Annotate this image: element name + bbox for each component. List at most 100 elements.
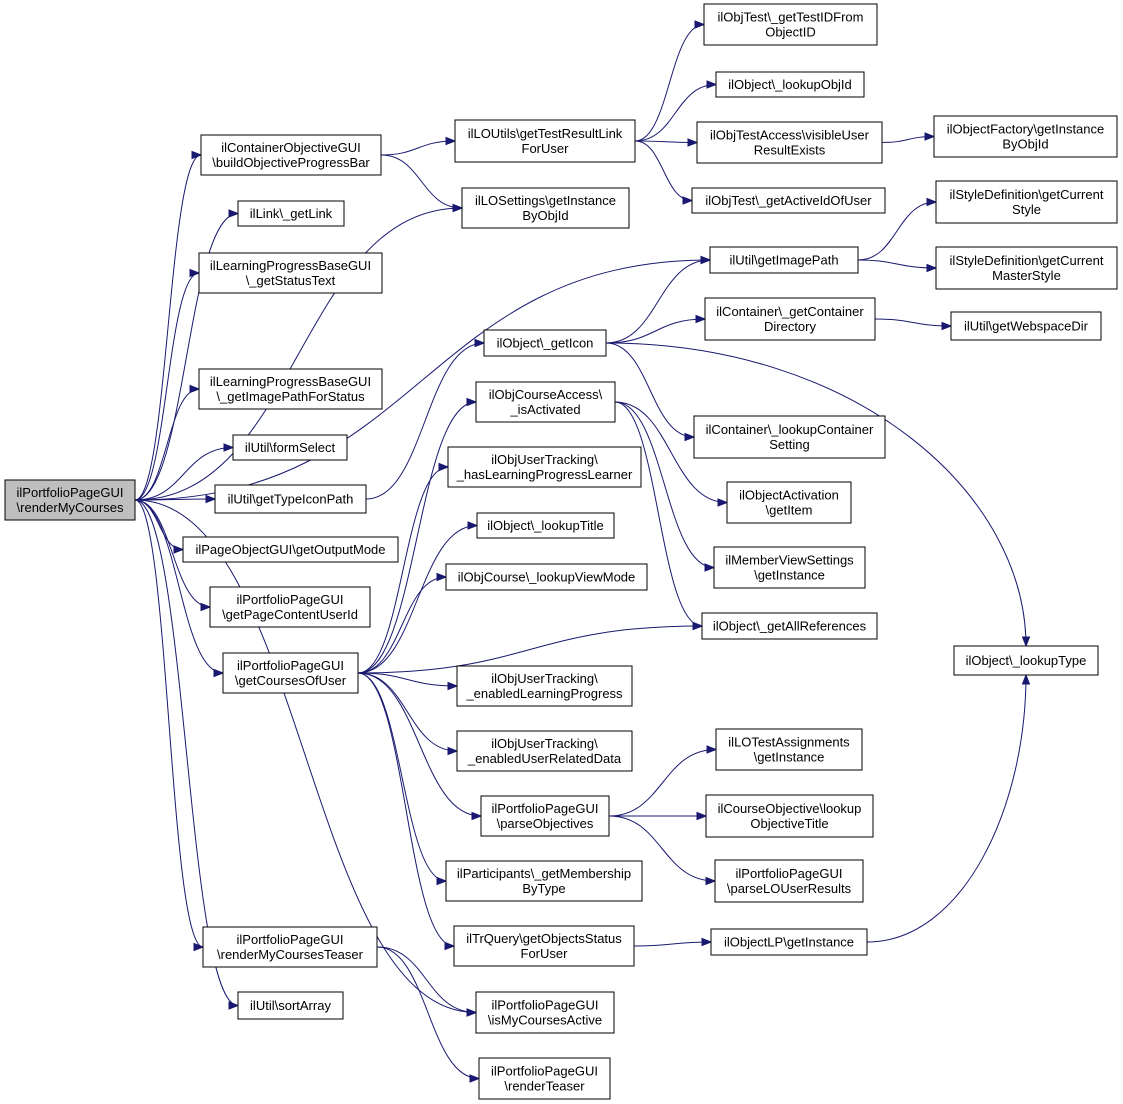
- function-node-lpStatusText[interactable]: ilLearningProgressBaseGUI\_getStatusText: [198, 252, 383, 294]
- node-label-line: ilUtil\getWebspaceDir: [964, 319, 1089, 334]
- function-node-lookupTitle[interactable]: ilObject\_lookupTitle: [476, 512, 615, 539]
- node-box: [726, 481, 852, 524]
- function-node-lookupObjId[interactable]: ilObject\_lookupObjId: [715, 71, 865, 98]
- edge-line: [605, 318, 706, 344]
- function-node-renderTeaser[interactable]: ilPortfolioPageGUI\renderTeaser: [478, 1057, 611, 1100]
- call-edge-getCourses-to-trQuery: [357, 672, 456, 951]
- function-node-parseObjectives[interactable]: ilPortfolioPageGUI\parseObjectives: [480, 795, 610, 837]
- arrowhead-icon: [705, 876, 717, 886]
- node-label-line: \renderTeaser: [504, 1079, 585, 1094]
- node-box: [709, 246, 859, 274]
- node-label-line: Directory: [764, 319, 817, 334]
- node-box: [476, 512, 615, 539]
- node-label-line: Style: [1012, 202, 1041, 217]
- edge-line: [357, 401, 477, 674]
- function-node-objectLP[interactable]: ilObjectLP\getInstance: [710, 928, 868, 956]
- node-box: [237, 200, 345, 227]
- function-node-containerObjGUI[interactable]: ilContainerObjectiveGUI\buildObjectivePr…: [200, 134, 382, 176]
- call-edge-root-to-teaser: [134, 499, 205, 952]
- call-edge-root-to-getCourses: [134, 499, 225, 678]
- arrowhead-icon: [694, 20, 706, 29]
- function-node-memberView[interactable]: ilMemberViewSettings\getInstance: [713, 546, 866, 589]
- call-edge-parseObjectives-to-parseLOUser: [608, 815, 717, 886]
- function-node-activeIdOfUser[interactable]: ilObjTest\_getActiveIdOfUser: [691, 187, 886, 214]
- node-label-line: ilPortfolioPageGUI: [237, 932, 344, 947]
- arrowhead-icon: [452, 203, 464, 213]
- node-label-line: ByType: [522, 881, 565, 896]
- function-node-isMyCoursesActive[interactable]: ilPortfolioPageGUI\isMyCoursesActive: [475, 991, 615, 1034]
- arrowhead-icon: [228, 209, 240, 218]
- function-node-outputMode[interactable]: ilPageObjectGUI\getOutputMode: [182, 536, 399, 563]
- arrowhead-icon: [700, 255, 712, 265]
- call-edge-getIcon-to-containerDir: [605, 314, 707, 344]
- function-node-enabledURD[interactable]: ilObjUserTracking\_enabledUserRelatedDat…: [456, 730, 633, 772]
- node-label-line: ilObjUserTracking\: [491, 452, 598, 467]
- function-node-pageContentUser[interactable]: ilPortfolioPageGUI\getPageContentUserId: [209, 586, 371, 628]
- function-node-enabledLP[interactable]: ilObjUserTracking\_enabledLearningProgre…: [456, 665, 633, 707]
- arrowhead-icon: [926, 197, 938, 207]
- function-node-lpImagePath[interactable]: ilLearningProgressBaseGUI\_getImagePathF…: [198, 368, 383, 410]
- function-node-root[interactable]: ilPortfolioPageGUI\renderMyCourses: [4, 479, 136, 521]
- node-box: [445, 860, 643, 902]
- node-label-line: \getInstance: [754, 568, 825, 583]
- call-edge-getCourses-to-membership: [357, 672, 448, 886]
- edge-line: [605, 342, 1027, 647]
- node-label-line: ilObjUserTracking\: [491, 671, 598, 686]
- function-node-typeIconPath[interactable]: ilUtil\getTypeIconPath: [214, 484, 367, 514]
- edge-line: [357, 576, 447, 674]
- node-label-line: \renderMyCourses: [17, 500, 124, 515]
- function-node-lookupType[interactable]: ilObject\_lookupType: [953, 645, 1099, 676]
- function-node-formSelect[interactable]: ilUtil\formSelect: [232, 434, 348, 461]
- node-box: [198, 252, 383, 294]
- node-label-line: ilLearningProgressBaseGUI: [210, 258, 371, 273]
- node-label-line: ilCourseObjective\lookup: [718, 801, 862, 816]
- node-box: [209, 586, 371, 628]
- function-node-lookupViewMode[interactable]: ilObjCourse\_lookupViewMode: [445, 563, 648, 591]
- arrowhead-icon: [924, 132, 936, 141]
- function-node-getIcon[interactable]: ilObject\_getIcon: [483, 329, 607, 357]
- function-node-getImagePath[interactable]: ilUtil\getImagePath: [709, 246, 859, 274]
- call-edge-teaser-to-renderTeaser: [376, 946, 481, 1083]
- node-label-line: ilPortfolioPageGUI: [736, 866, 843, 881]
- function-node-teaser[interactable]: ilPortfolioPageGUI\renderMyCoursesTeaser: [202, 926, 378, 968]
- node-label-line: ForUser: [522, 141, 570, 156]
- node-label-line: ilLink\_getLink: [250, 206, 333, 221]
- function-node-sortArray[interactable]: ilUtil\sortArray: [237, 991, 344, 1020]
- node-label-line: _enabledUserRelatedData: [467, 751, 622, 766]
- function-node-hasLPLearner[interactable]: ilObjUserTracking\_hasLearningProgressLe…: [447, 446, 642, 488]
- function-node-parseLOUser[interactable]: ilPortfolioPageGUI\parseLOUserResults: [714, 859, 864, 903]
- node-label-line: ilObjUserTracking\: [491, 736, 598, 751]
- node-box: [710, 928, 868, 956]
- function-node-loTestAssign[interactable]: ilLOTestAssignments\getInstance: [715, 728, 863, 771]
- function-node-isActivated[interactable]: ilObjCourseAccess\_isActivated: [475, 381, 616, 423]
- function-node-allReferences[interactable]: ilObject\_getAllReferences: [701, 612, 878, 640]
- function-node-activationItem[interactable]: ilObjectActivation\getItem: [726, 481, 852, 524]
- call-edge-isActivated-to-allReferences: [614, 401, 704, 631]
- node-label-line: MasterStyle: [992, 268, 1061, 283]
- edge-line: [357, 672, 458, 687]
- node-box: [693, 415, 886, 459]
- function-node-webspaceDir[interactable]: ilUtil\getWebspaceDir: [950, 311, 1102, 341]
- node-label-line: ilTrQuery\getObjectsStatus: [466, 931, 622, 946]
- node-label-line: ilUtil\getImagePath: [729, 253, 838, 268]
- function-node-getCourses[interactable]: ilPortfolioPageGUI\getCoursesOfUser: [222, 652, 359, 694]
- call-edge-getCourses-to-enabledLP: [357, 672, 459, 691]
- node-box: [715, 71, 865, 98]
- node-label-line: ilLearningProgressBaseGUI: [210, 374, 371, 389]
- call-edge-getCourses-to-allReferences: [357, 621, 704, 674]
- function-node-linkGet[interactable]: ilLink\_getLink: [237, 200, 345, 227]
- call-edge-objectLP-to-lookupType: [866, 673, 1031, 943]
